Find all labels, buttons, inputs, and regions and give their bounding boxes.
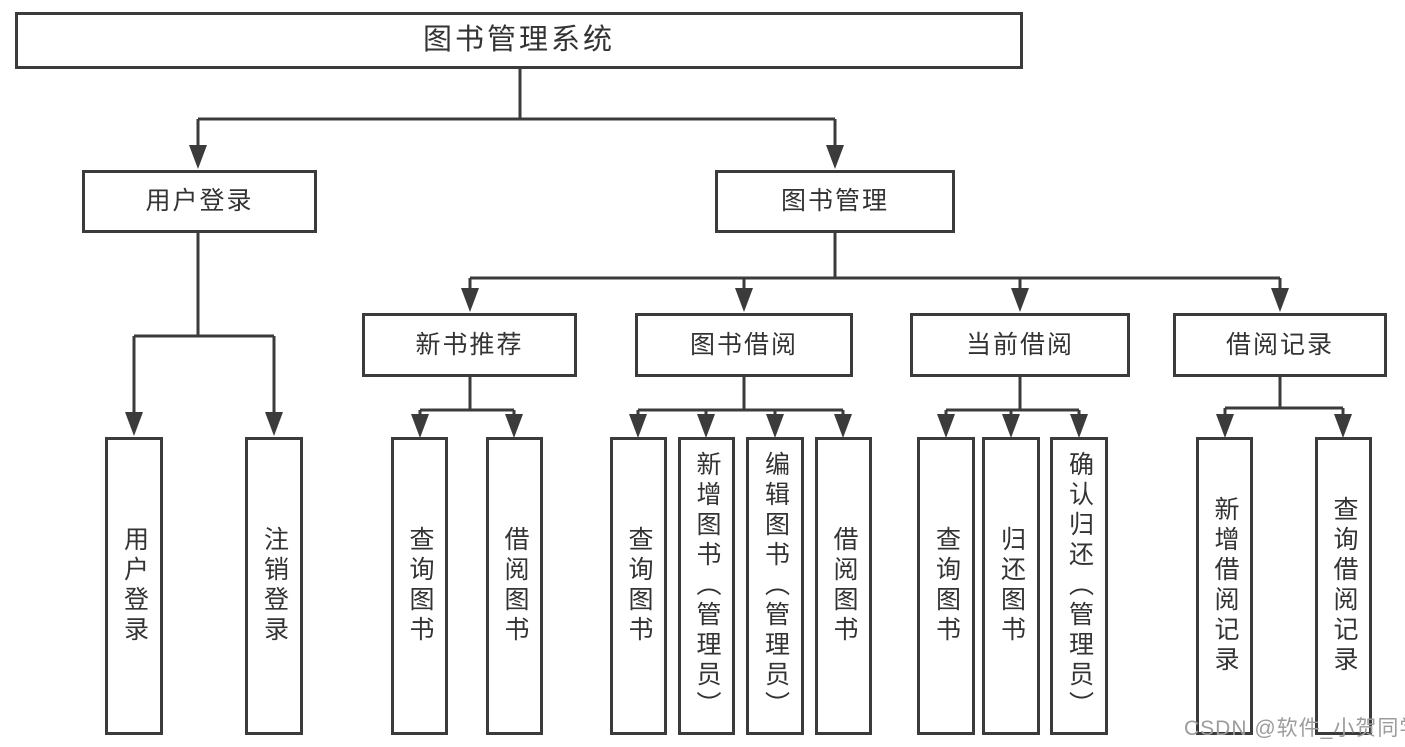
node-label: 查询图书: [625, 526, 653, 646]
leaf-borrow-edit-book-admin: 编辑图书（管理员）: [746, 437, 804, 735]
leaf-newrec-query-book: 查询图书: [391, 437, 448, 735]
leaf-current-return-book: 归还图书: [982, 437, 1040, 735]
arrowheads-new-book-leaves: [411, 414, 523, 438]
leaf-borrow-borrow-book: 借阅图书: [815, 437, 872, 735]
arrowheads-user-login-leaves: [125, 412, 283, 436]
node-book-borrow: 图书借阅: [635, 313, 853, 377]
node-label: 查询借阅记录: [1330, 496, 1358, 676]
connector-book-borrow-branch: [636, 377, 845, 418]
node-label: 查询图书: [932, 526, 961, 646]
connector-book-mgmt-branch: [468, 233, 1282, 291]
connector-current-borrow-branch: [944, 377, 1081, 418]
csdn-watermark: CSDN @软件_小贺同学: [1184, 717, 1405, 740]
node-label: 图书管理: [780, 187, 889, 215]
node-label: 用户登录: [120, 526, 149, 646]
leaf-record-add-record: 新增借阅记录: [1196, 437, 1253, 735]
leaf-current-query-book: 查询图书: [917, 437, 975, 735]
connector-root-to-level2: [196, 69, 837, 149]
node-label: 图书借阅: [689, 330, 798, 359]
node-label: 编辑图书（管理员）: [761, 451, 790, 721]
node-label: 借阅图书: [830, 526, 858, 646]
node-label: 注销登录: [260, 526, 289, 646]
connector-new-book-branch: [418, 377, 516, 418]
node-label: 新增借阅记录: [1211, 496, 1239, 676]
node-label: 当前借阅: [965, 330, 1074, 359]
node-root: 图书管理系统: [15, 12, 1023, 69]
node-label: 确认归还（管理员）: [1065, 451, 1094, 721]
arrowheads-book-borrow-leaves: [629, 414, 852, 438]
arrowheads-borrow-record-leaves: [1216, 414, 1352, 438]
node-user-login: 用户登录: [82, 170, 317, 233]
node-label: 图书管理系统: [422, 24, 615, 56]
arrowheads-current-borrow-leaves: [937, 414, 1088, 438]
node-label: 借阅记录: [1225, 330, 1334, 359]
node-label: 查询图书: [406, 526, 434, 646]
node-label: 归还图书: [997, 526, 1026, 646]
node-label: 用户登录: [145, 187, 254, 215]
node-new-book-recommend: 新书推荐: [362, 313, 577, 377]
leaf-newrec-borrow-book: 借阅图书: [486, 437, 543, 735]
leaf-user-login: 用户登录: [105, 437, 163, 735]
node-label: 新增图书（管理员）: [693, 451, 721, 721]
node-label: 新书推荐: [415, 330, 524, 359]
connector-user-login-branch: [132, 233, 276, 416]
leaf-record-query-record: 查询借阅记录: [1315, 437, 1372, 735]
leaf-borrow-query-book: 查询图书: [610, 437, 667, 735]
leaf-logout: 注销登录: [245, 437, 303, 735]
leaf-borrow-add-book-admin: 新增图书（管理员）: [678, 437, 735, 735]
node-book-management: 图书管理: [715, 170, 955, 233]
node-label: 借阅图书: [501, 526, 529, 646]
connector-borrow-record-branch: [1223, 377, 1345, 418]
node-current-borrow: 当前借阅: [910, 313, 1130, 377]
leaf-current-confirm-return-admin: 确认归还（管理员）: [1050, 437, 1108, 735]
arrowheads-level3: [461, 288, 1289, 312]
arrowheads-level2: [189, 145, 844, 169]
node-borrow-record: 借阅记录: [1173, 313, 1387, 377]
